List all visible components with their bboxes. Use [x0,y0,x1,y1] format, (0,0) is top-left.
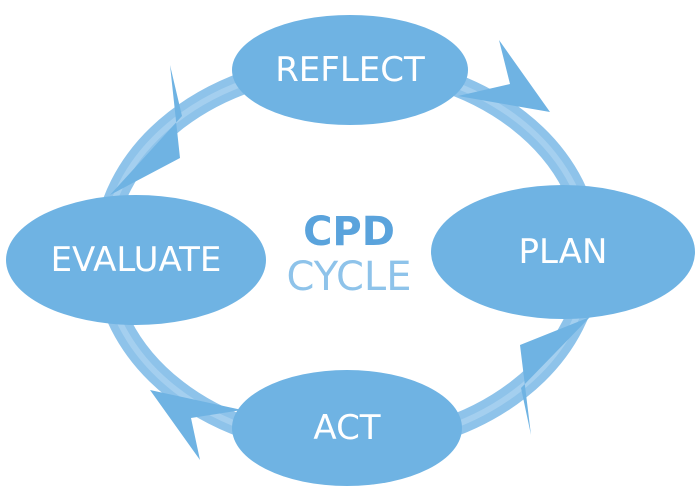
cycle-arrows [110,40,590,460]
node-reflect-shape [232,15,468,125]
center-title: CPD [303,209,395,255]
node-reflect: REFLECT [232,15,468,125]
node-evaluate-label: EVALUATE [51,240,222,280]
node-act-shape [232,370,462,486]
node-plan-label: PLAN [519,232,608,272]
arrowhead-evaluate-to-reflect [110,65,182,195]
node-plan-shape [431,185,695,319]
center-label: CPD CYCLE [287,209,412,300]
center-subtitle: CYCLE [287,254,412,300]
node-act: ACT [232,370,462,486]
node-plan: PLAN [431,185,695,319]
node-act-label: ACT [313,408,380,448]
arrowhead-act-to-evaluate [150,390,242,460]
node-evaluate: EVALUATE [6,195,266,325]
arrowhead-reflect-to-plan [458,40,550,112]
node-reflect-label: REFLECT [275,50,425,90]
node-evaluate-shape [6,195,266,325]
arrowhead-plan-to-act [520,317,590,435]
